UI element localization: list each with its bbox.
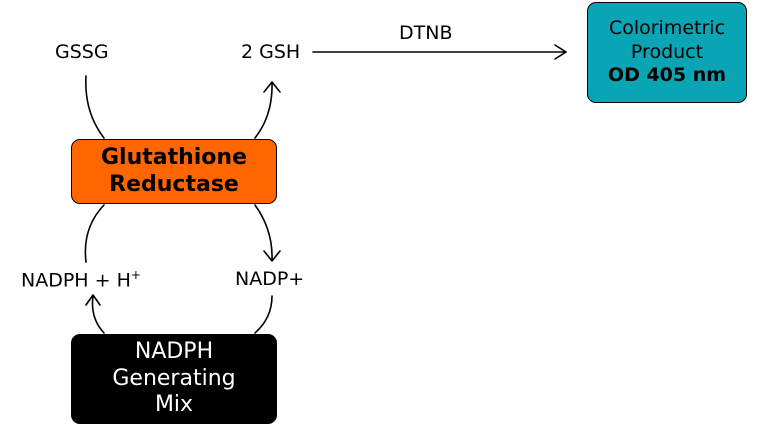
product-line-3: OD 405 nm	[607, 64, 727, 87]
enzyme-line-2: Reductase	[109, 171, 239, 197]
mix-line-2: Generating	[112, 365, 236, 391]
mix-line-3: Mix	[154, 392, 194, 418]
dtnb-label: DTNB	[399, 22, 453, 44]
nadph-arrowhead	[85, 294, 101, 306]
nadp-to-mix-curve	[254, 295, 273, 334]
enzyme-to-nadp-arrow	[254, 204, 273, 261]
nadph-label-superscript: +	[130, 268, 141, 282]
mix-line-1: NADPH	[134, 339, 214, 365]
product-line-1: Colorimetric	[608, 16, 726, 39]
gssg-label: GSSG	[55, 41, 109, 63]
nadp-arrowhead	[263, 250, 281, 262]
gsh-label: 2 GSH	[241, 41, 301, 63]
nadph-to-enzyme-curve	[84, 204, 105, 263]
enzyme-line-1: Glutathione	[100, 145, 248, 171]
gssg-to-enzyme-curve	[85, 75, 105, 139]
nadp-label: NADP+	[235, 268, 305, 290]
dtnb-arrowhead	[554, 44, 567, 60]
mix-to-nadph-arrow	[91, 295, 105, 334]
nadph-label: NADPH + H+	[21, 268, 141, 291]
gsh-arrowhead	[263, 81, 281, 93]
glutathione-reductase-box: Glutathione Reductase	[71, 139, 277, 204]
colorimetric-product-box: Colorimetric Product OD 405 nm	[587, 2, 747, 103]
nadph-label-text: NADPH + H	[21, 269, 131, 292]
enzyme-to-gsh-arrow	[254, 81, 273, 139]
nadph-generating-mix-box: NADPH Generating Mix	[71, 334, 277, 424]
product-line-2: Product	[630, 40, 704, 63]
